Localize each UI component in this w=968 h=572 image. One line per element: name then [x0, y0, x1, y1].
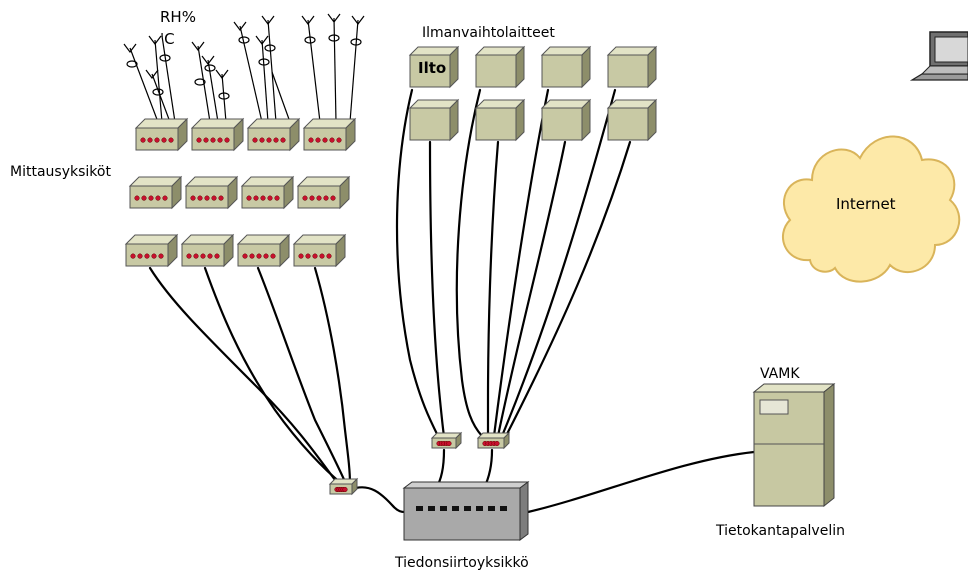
ventilation-unit-grid: [408, 45, 658, 142]
sensor-icon: [233, 15, 291, 123]
transfer-unit-label: Tiedonsiirtoyksikkö: [394, 555, 529, 571]
measurement-unit-grid: [124, 117, 357, 268]
measurement-unit: [134, 117, 189, 152]
measurement-unit: [302, 117, 357, 152]
laptop-icon: [909, 31, 968, 81]
sensor-icon: [191, 41, 230, 123]
measurement-unit: [124, 233, 179, 268]
vamk-label: VAMK: [760, 366, 800, 382]
ventilation-unit: [606, 98, 658, 142]
measurement-units-label: Mittausyksiköt: [10, 164, 111, 180]
ventilation-unit: [540, 45, 592, 89]
transfer-unit-switch: [402, 481, 530, 541]
measurement-unit: [184, 175, 239, 210]
temperature-label: 'C: [160, 30, 175, 48]
ventilation-unit: [606, 45, 658, 89]
measurement-unit: [296, 175, 351, 210]
ventilation-unit: [540, 98, 592, 142]
sensor-antennas: [123, 13, 365, 123]
measurement-unit: [190, 117, 245, 152]
database-server-label: Tietokantapalvelin: [715, 523, 845, 539]
ventilation-unit: [408, 98, 460, 142]
database-server-icon: [752, 382, 836, 508]
sensor-icon: [301, 13, 365, 123]
ventilation-cables: [395, 88, 632, 490]
small-hub: [430, 431, 463, 450]
measurement-unit: [128, 175, 183, 210]
measurement-unit: [246, 117, 301, 152]
measurement-unit: [236, 233, 291, 268]
ventilation-unit: [408, 45, 460, 89]
ventilation-unit: [474, 98, 526, 142]
small-hub: [328, 477, 359, 496]
ventilation-unit: [474, 45, 526, 89]
small-hub: [476, 431, 511, 450]
internet-cloud-icon: [781, 135, 961, 283]
ventilation-units-label: Ilmanvaihtolaitteet: [422, 25, 555, 41]
measurement-unit: [292, 233, 347, 268]
measurement-unit: [180, 233, 235, 268]
humidity-label: RH%: [160, 8, 196, 26]
internet-label: Internet: [836, 195, 896, 213]
server-cable: [526, 450, 756, 514]
sensor-icon: [123, 35, 176, 123]
measurement-unit: [240, 175, 295, 210]
ilto-label: Ilto: [418, 59, 446, 77]
measurement-cables: [148, 266, 407, 514]
hubs: [328, 431, 511, 496]
